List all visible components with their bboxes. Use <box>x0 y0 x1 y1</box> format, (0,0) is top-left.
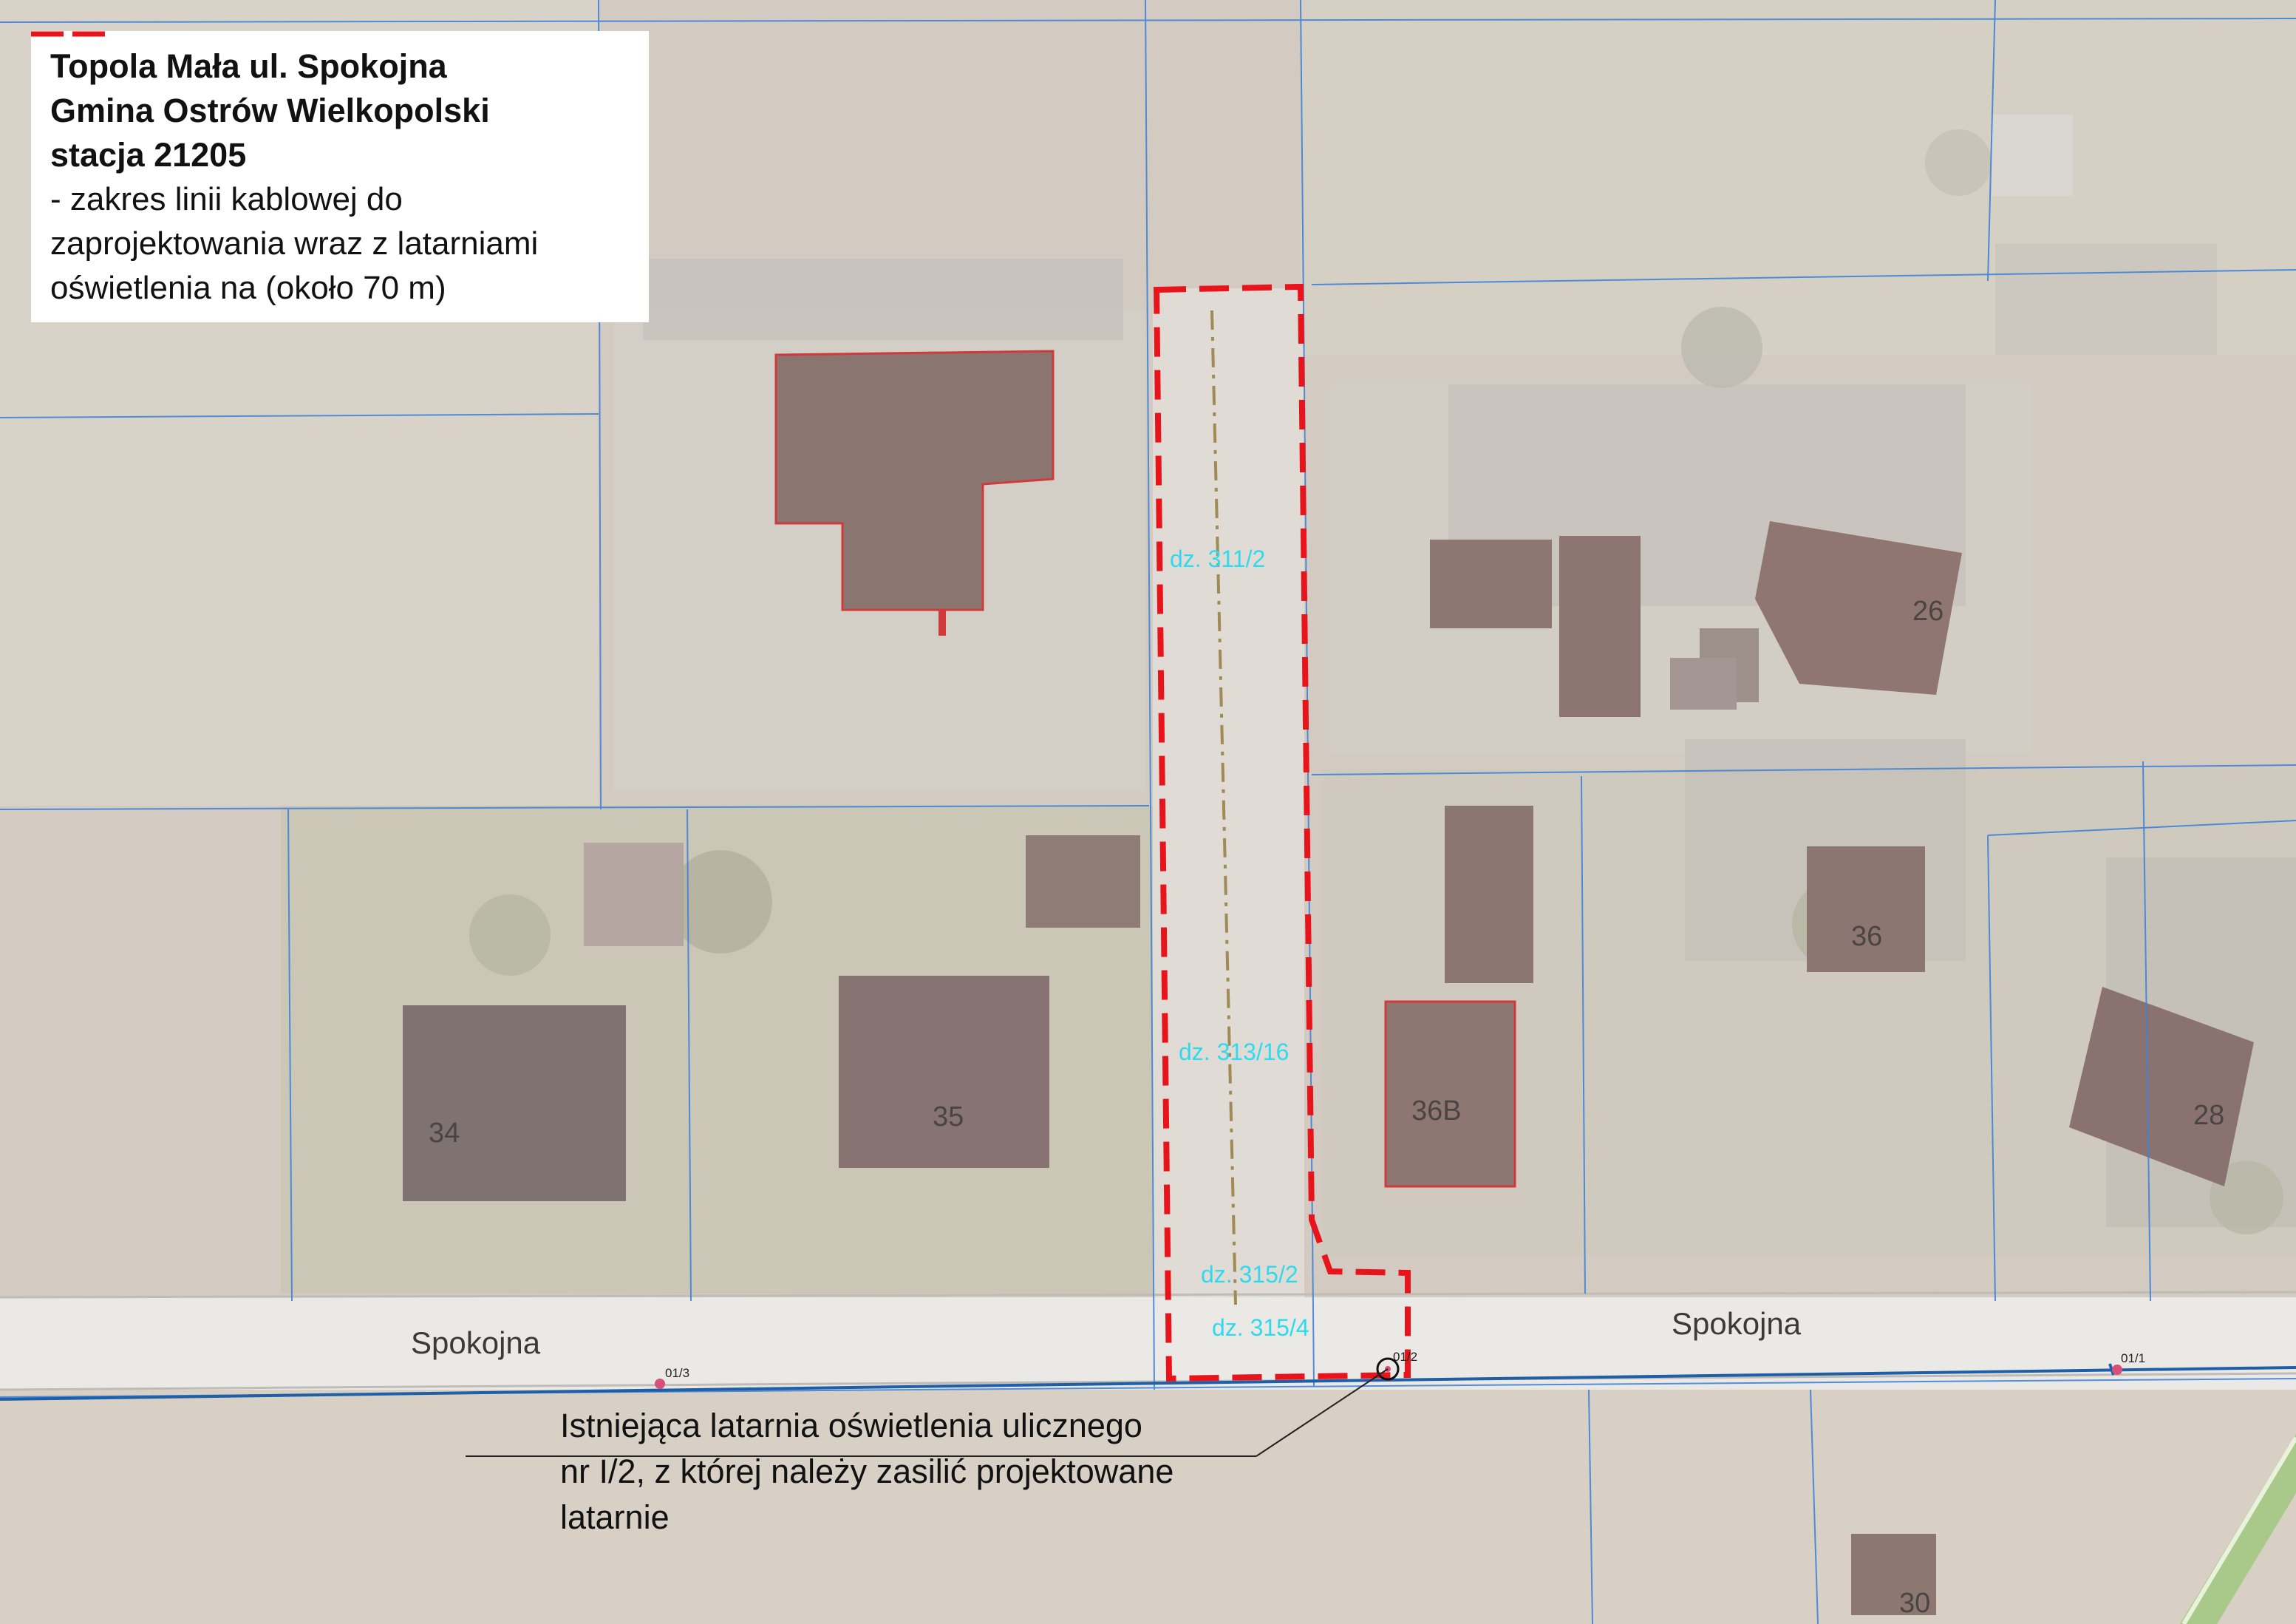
lamp-label: 01/3 <box>665 1366 690 1380</box>
legend-entry-text: - zakres linii kablowej do <box>50 181 403 217</box>
lamp-label: 01/1 <box>2121 1351 2146 1365</box>
legend-title-line-1: Topola Mała ul. Spokojna <box>50 47 447 85</box>
callout-line-3: latarnie <box>560 1498 670 1536</box>
parcel-label: dz. 313/16 <box>1179 1039 1290 1065</box>
red-dashed-line-icon <box>31 31 111 37</box>
parcel-label: dz. 311/2 <box>1170 546 1266 572</box>
street-label: Spokojna <box>411 1325 541 1360</box>
street-label: Spokojna <box>1672 1306 1802 1341</box>
house-number: 34 <box>429 1118 460 1149</box>
house-number: 35 <box>933 1101 964 1132</box>
legend-title-line-2: Gmina Ostrów Wielkopolski <box>50 92 490 129</box>
lamp-label: 01/2 <box>1393 1350 1418 1364</box>
house-number: 30 <box>1899 1588 1931 1619</box>
map-legend: Topola Mała ul. Spokojna Gmina Ostrów Wi… <box>31 31 649 322</box>
house-number: 26 <box>1912 596 1944 627</box>
existing-lamp-callout: Istniejąca latarnia oświetlenia uliczneg… <box>560 1403 1299 1540</box>
legend-entry-cable-scope: - zakres linii kablowej do <box>31 31 630 222</box>
house-number: 36B <box>1411 1095 1462 1127</box>
house-number: 28 <box>2193 1100 2225 1131</box>
parcel-label: dz. 315/4 <box>1212 1314 1309 1341</box>
callout-line-1: Istniejąca latarnia oświetlenia uliczneg… <box>560 1407 1142 1444</box>
legend-entry-text-line-3: oświetlenia na (około 70 m) <box>50 270 446 306</box>
house-number: 36 <box>1851 921 1883 952</box>
legend-title-line-3: stacja 21205 <box>50 136 247 174</box>
parcel-label: dz. 315/2 <box>1201 1261 1298 1288</box>
legend-entry-text-line-2: zaprojektowania wraz z latarniami <box>50 225 539 262</box>
callout-line-2: nr I/2, z której należy zasilić projekto… <box>560 1453 1174 1490</box>
